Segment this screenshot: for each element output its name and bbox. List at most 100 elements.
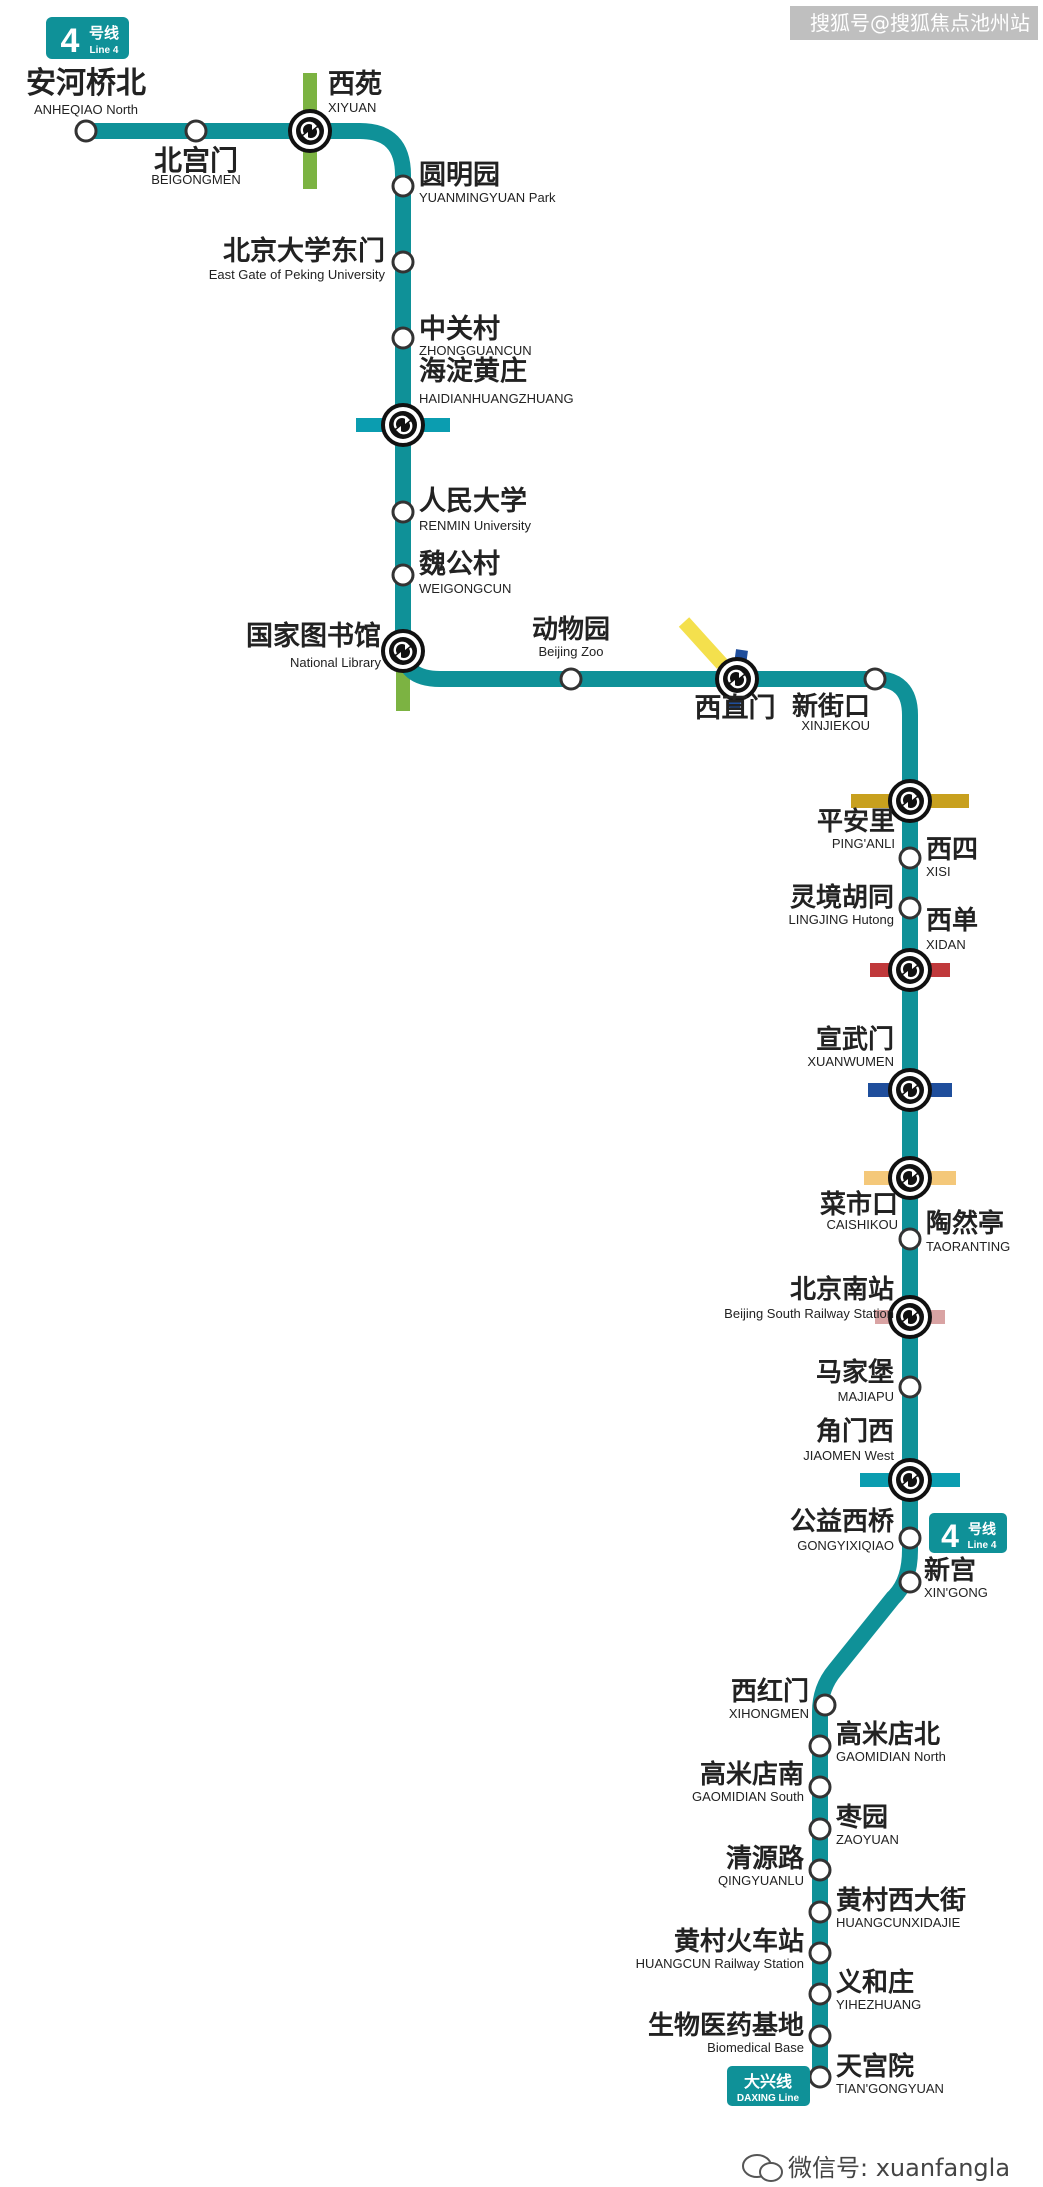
transfer-stub <box>678 617 728 669</box>
station-name-en: MAJIAPU <box>838 1389 894 1404</box>
station-name-cn: 菜市口 <box>819 1189 898 1220</box>
line-badge-cn: 号线 <box>89 24 119 42</box>
station-name-en: HUANGCUN Railway Station <box>636 1956 804 1971</box>
station-marker <box>559 667 583 691</box>
station-name-cn: 枣园 <box>835 1803 888 1833</box>
station-name-cn: 新宫 <box>924 1555 976 1586</box>
station-name-en: National Library <box>290 655 382 670</box>
station-name-en: XIDAN <box>926 937 966 952</box>
line-badge: 4 号线 Line 4 <box>46 17 129 60</box>
station-name-cn: 海淀黄庄 <box>419 355 527 387</box>
station-name-en: ZHONGGUANCUN <box>419 343 532 358</box>
station-name-en: HAIDIANHUANGZHUANG <box>419 391 574 406</box>
station-name-en: XIHONGMEN <box>729 1706 809 1721</box>
wechat-icon <box>742 2154 783 2182</box>
station-name-en: GAOMIDIAN North <box>836 1749 946 1764</box>
station-marker <box>808 1982 832 2006</box>
station-name-cn: 北京南站 <box>790 1274 894 1305</box>
station-xizhimen[interactable]: 西直门 <box>695 657 776 724</box>
transfer-icon <box>381 403 425 447</box>
station-name-en: QINGYUANLU <box>718 1873 804 1888</box>
station-marker <box>391 250 415 274</box>
station-name-cn: 西苑 <box>328 69 382 100</box>
station-marker <box>898 846 922 870</box>
station-name-cn: 北京大学东门 <box>223 235 385 267</box>
station-name-en: XIN'GONG <box>924 1585 988 1600</box>
bottom-watermark: 微信号: xuanfangla <box>742 2154 1010 2182</box>
station-marker <box>898 1227 922 1251</box>
station-name-en: XISI <box>926 864 951 879</box>
station-name-en: HUANGCUNXIDAJIE <box>836 1915 961 1930</box>
station-marker <box>813 1693 837 1717</box>
station-marker <box>808 1817 832 1841</box>
station-marker <box>74 119 98 143</box>
station-marker <box>898 1570 922 1594</box>
top-watermark: 搜狐号@搜狐焦点池州站 <box>790 6 1038 40</box>
station-name-cn: 公益西桥 <box>790 1507 895 1537</box>
mid-badge-cn: 号线 <box>968 1521 996 1537</box>
station-national-library[interactable]: 国家图书馆 National Library <box>246 620 425 673</box>
station-name-cn: 清源路 <box>726 1843 805 1874</box>
mid-badge-en: Line 4 <box>968 1540 997 1551</box>
transfer-icon <box>288 109 332 153</box>
line-badge-en: Line 4 <box>90 45 119 56</box>
station-haidianhuangzhuang[interactable]: 海淀黄庄 HAIDIANHUANGZHUANG <box>381 355 574 447</box>
station-marker <box>898 1375 922 1399</box>
station-name-cn: 高米店北 <box>836 1719 940 1750</box>
station-marker <box>863 667 887 691</box>
station-name-en: WEIGONGCUN <box>419 581 511 596</box>
station-name-cn: 国家图书馆 <box>246 620 381 652</box>
station-name-cn: 圆明园 <box>419 160 500 191</box>
station-name-en: CAISHIKOU <box>826 1217 898 1232</box>
station-name-cn: 西四 <box>926 835 978 865</box>
transfer-icon <box>888 948 932 992</box>
station-name-cn: 角门西 <box>816 1416 894 1447</box>
station-marker <box>808 2065 832 2089</box>
station-name-en: Biomedical Base <box>707 2040 804 2055</box>
transfer-icon <box>888 779 932 823</box>
station-marker <box>808 1858 832 1882</box>
transfer-icon <box>888 1068 932 1112</box>
station-name-en: LINGJING Hutong <box>789 912 895 927</box>
station-marker <box>391 500 415 524</box>
transfer-icon <box>888 1458 932 1502</box>
station-marker <box>808 2024 832 2048</box>
station-marker <box>391 174 415 198</box>
station-name-cn: 马家堡 <box>816 1357 894 1388</box>
station-name-cn: 安河桥北 <box>26 66 146 101</box>
station-name-en: ANHEQIAO North <box>34 102 138 117</box>
